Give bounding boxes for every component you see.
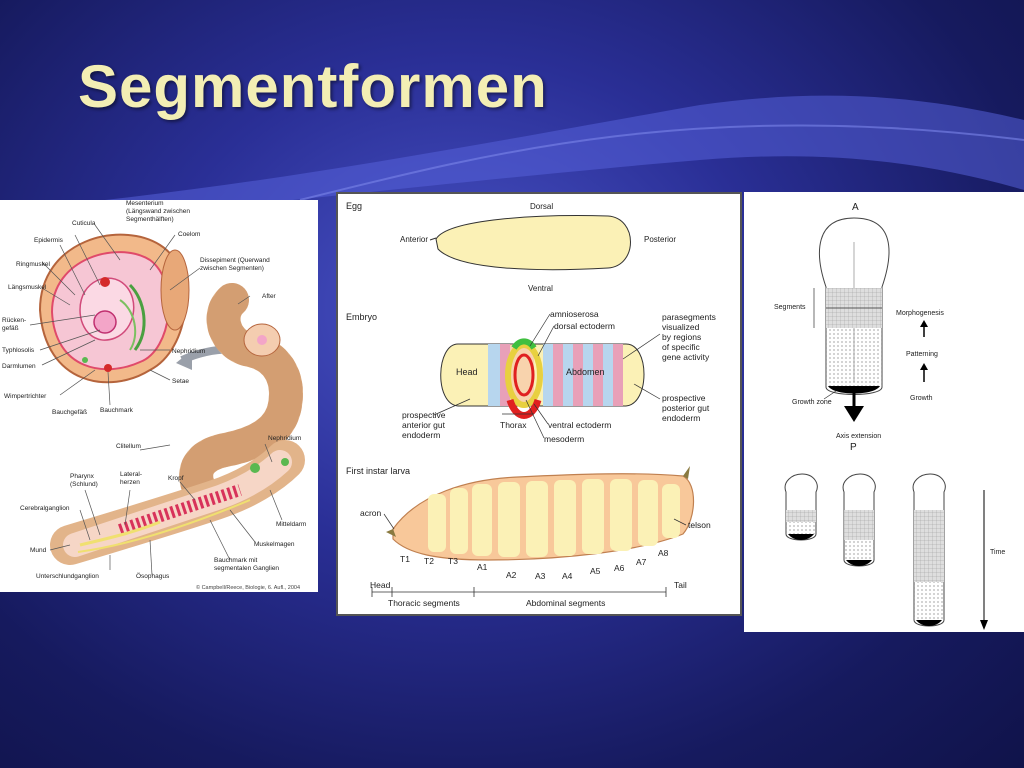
time-sequence-1 (784, 473, 818, 541)
label-cerebralganglion: Cerebralganglion (20, 505, 70, 512)
embryo-head-label: Head (456, 367, 478, 377)
segment-T2: T2 (424, 556, 434, 566)
label-nephridium-top: Nephridium (172, 348, 205, 355)
patterning-label: Patterning (906, 351, 938, 358)
segment-A4: A4 (562, 571, 573, 581)
slide-title: Segmentformen (78, 53, 548, 120)
label-clitellum: Clitellum (116, 443, 141, 450)
segment-A5: A5 (590, 566, 601, 576)
label-dissepiment: Dissepiment (Querwand (200, 257, 270, 264)
segment-T1: T1 (400, 554, 410, 564)
embryo-abdomen-label: Abdomen (566, 367, 605, 377)
label-lateral: Lateral- (120, 471, 142, 478)
anterior-a-label: A (852, 202, 859, 213)
label-kropf: Kropf (168, 475, 184, 482)
segment-A7: A7 (636, 557, 647, 567)
embryo-amnioserosa-label: amnioserosa (550, 309, 599, 319)
embryo-dorsal-ectoderm-label: dorsal ectoderm (554, 321, 615, 331)
egg-dorsal-label: Dorsal (530, 202, 553, 211)
label-muskelmagen: Muskelmagen (254, 541, 295, 548)
parasegments-line-3: by regions (662, 332, 701, 342)
label-oesophagus: Ösophagus (136, 572, 170, 580)
growth-label: Growth (910, 395, 933, 402)
growth-zone-label: Growth zone (792, 399, 832, 406)
copyright-note: © Campbell/Reece, Biologie, 6. Aufl., 20… (196, 584, 300, 591)
larva-tail-label: Tail (674, 580, 687, 590)
label-epidermis: Epidermis (34, 237, 64, 244)
embryo-body (440, 338, 645, 419)
label-mund: Mund (30, 547, 47, 554)
larva-acron-label: acron (360, 508, 382, 518)
label-pharynx: Pharynx (70, 473, 95, 480)
label-gefaess: gefäß (2, 325, 19, 332)
label-segmentale: segmentalen Ganglien (214, 565, 279, 572)
egg-section-label: Egg (346, 201, 362, 211)
label-mesenterium-note1: (Längswand zwischen (126, 208, 190, 215)
parasegments-line-4: of specific (662, 342, 701, 352)
segment-A6: A6 (614, 563, 625, 573)
time-sequence-3 (912, 473, 946, 627)
larva-section-label: First instar larva (346, 466, 410, 476)
drosophila-illustration: Egg Dorsal Anterior Posterior Ventral Em… (346, 201, 716, 608)
label-bauchgefaess: Bauchgefäß (52, 409, 87, 416)
label-setae: Setae (172, 378, 189, 385)
label-ringmuskel: Ringmuskel (16, 261, 51, 268)
posterior-gut-line-3: endoderm (662, 413, 700, 423)
earthworm-illustration: Mesenterium (Längswand zwischen Segmenth… (2, 200, 306, 591)
label-bauchmark: Bauchmark (100, 407, 134, 414)
label-dissepiment-note: zwischen Segmenten) (200, 265, 264, 272)
posterior-gut-line-2: posterior gut (662, 403, 710, 413)
anterior-gut-line-3: endoderm (402, 430, 440, 440)
embryo-ventral-ectoderm-label: ventral ectoderm (548, 420, 611, 430)
segments-label: Segments (774, 304, 806, 311)
egg-ventral-label: Ventral (528, 284, 553, 293)
segment-A8: A8 (658, 548, 669, 558)
parasegments-line-1: parasegments (662, 312, 716, 322)
growth-zone-illustration: A Axis extension P Segments Growth zone … (774, 202, 1005, 630)
morphogenesis-label: Morphogenesis (896, 310, 944, 317)
label-darmlumen: Darmlumen (2, 363, 36, 370)
embryo-section-label: Embryo (346, 312, 377, 322)
label-mesenterium-note2: Segmenthälften) (126, 216, 174, 223)
segment-T3: T3 (448, 556, 458, 566)
label-typhlosolis: Typhlosolis (2, 347, 35, 354)
label-wimpertrichter: Wimpertrichter (4, 393, 47, 400)
label-coelom: Coelom (178, 231, 200, 238)
label-mitteldarm: Mitteldarm (276, 521, 306, 528)
drosophila-diagram: Egg Dorsal Anterior Posterior Ventral Em… (336, 192, 742, 616)
larva-head-label: Head (370, 580, 391, 590)
parasegments-line-5: gene activity (662, 352, 710, 362)
parasegments-line-2: visualized (662, 322, 700, 332)
larva-telson-label: telson (688, 520, 711, 530)
abdominal-segments-label: Abdominal segments (526, 598, 605, 608)
label-bauchmark-mit: Bauchmark mit (214, 557, 258, 564)
egg-posterior-label: Posterior (644, 235, 676, 244)
label-cuticula: Cuticula (72, 220, 96, 227)
label-nephridium-bottom: Nephridium (268, 435, 301, 442)
label-herzen: herzen (120, 479, 140, 486)
anterior-gut-line-2: anterior gut (402, 420, 446, 430)
thoracic-segments-label: Thoracic segments (388, 598, 460, 608)
label-ruecken: Rücken- (2, 317, 26, 324)
egg-anterior-label: Anterior (400, 235, 428, 244)
label-after: After (262, 293, 277, 300)
segment-A3: A3 (535, 571, 546, 581)
posterior-gut-line-1: prospective (662, 393, 706, 403)
label-schlund: (Schlund) (70, 481, 98, 488)
time-sequence-2 (842, 473, 876, 567)
growth-zone-diagram: A Axis extension P Segments Growth zone … (744, 192, 1024, 632)
segment-A1: A1 (477, 562, 488, 572)
axis-extension-label: Axis extension (836, 433, 881, 440)
embryo-thorax-label: Thorax (500, 420, 527, 430)
segment-A2: A2 (506, 570, 517, 580)
time-label: Time (990, 549, 1005, 556)
posterior-p-label: P (850, 442, 857, 453)
embryo-mesoderm-label: mesoderm (544, 434, 584, 444)
label-unterschlund: Unterschlundganglion (36, 573, 99, 580)
earthworm-diagram: Mesenterium (Längswand zwischen Segmenth… (0, 200, 318, 592)
label-laengsmuskel: Längsmuskel (8, 284, 47, 291)
label-mesenterium: Mesenterium (126, 200, 164, 207)
anterior-gut-line-1: prospective (402, 410, 446, 420)
